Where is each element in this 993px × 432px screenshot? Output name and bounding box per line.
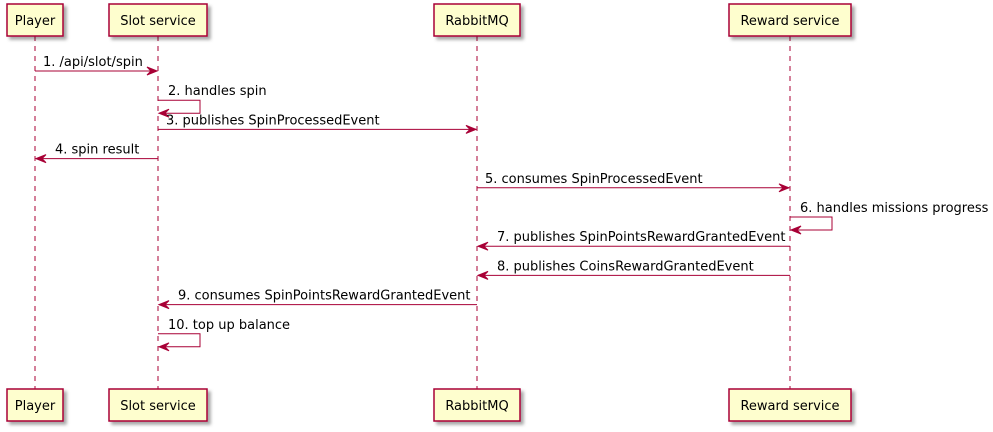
participant-label: RabbitMQ bbox=[445, 399, 508, 414]
message-label: 3. publishes SpinProcessedEvent bbox=[166, 113, 380, 128]
message-label: 7. publishes SpinPointsRewardGrantedEven… bbox=[497, 230, 785, 245]
message-6: 6. handles missions progress bbox=[789, 201, 989, 235]
message-label: 4. spin result bbox=[55, 143, 139, 158]
arrow-head bbox=[778, 183, 791, 193]
arrow-head bbox=[157, 342, 170, 352]
message-label: 1. /api/slot/spin bbox=[43, 55, 143, 70]
message-line bbox=[790, 216, 833, 231]
participant-slot-top: Slot service bbox=[108, 3, 208, 37]
arrow-head bbox=[34, 154, 47, 164]
message-9: 9. consumes SpinPointsRewardGrantedEvent bbox=[157, 289, 477, 310]
participant-player-bottom: Player bbox=[6, 388, 64, 422]
participant-box bbox=[728, 388, 852, 422]
participant-player-top: Player bbox=[6, 3, 64, 37]
message-label: 2. handles spin bbox=[168, 84, 267, 99]
participant-box bbox=[728, 3, 852, 37]
participant-label: Player bbox=[15, 14, 56, 29]
participant-rabbit-top: RabbitMQ bbox=[433, 3, 521, 37]
participant-box bbox=[6, 3, 64, 37]
participant-reward-top: Reward service bbox=[728, 3, 852, 37]
arrow-head bbox=[465, 124, 478, 134]
message-5: 5. consumes SpinProcessedEvent bbox=[477, 172, 791, 193]
message-line bbox=[158, 99, 201, 114]
participant-label: Slot service bbox=[120, 399, 196, 414]
arrow-head bbox=[157, 108, 170, 118]
participant-box bbox=[108, 3, 208, 37]
message-line bbox=[158, 333, 201, 348]
participant-box bbox=[433, 3, 521, 37]
message-label: 9. consumes SpinPointsRewardGrantedEvent bbox=[178, 289, 471, 304]
participant-label: Reward service bbox=[740, 14, 839, 29]
message-2: 2. handles spin bbox=[157, 84, 267, 118]
participant-label: Slot service bbox=[120, 14, 196, 29]
participant-label: Player bbox=[15, 399, 56, 414]
message-3: 3. publishes SpinProcessedEvent bbox=[158, 113, 478, 134]
arrow-head bbox=[146, 66, 159, 76]
participant-label: RabbitMQ bbox=[445, 14, 508, 29]
arrow-head bbox=[476, 270, 489, 280]
participant-slot-bottom: Slot service bbox=[108, 388, 208, 422]
participant-label: Reward service bbox=[740, 399, 839, 414]
participant-box bbox=[6, 388, 64, 422]
message-1: 1. /api/slot/spin bbox=[35, 55, 159, 76]
message-4: 4. spin result bbox=[34, 143, 158, 164]
participant-box bbox=[108, 388, 208, 422]
arrow-head bbox=[789, 225, 802, 235]
message-label: 5. consumes SpinProcessedEvent bbox=[485, 172, 703, 187]
participant-reward-bottom: Reward service bbox=[728, 388, 852, 422]
participant-box bbox=[433, 388, 521, 422]
message-label: 6. handles missions progress bbox=[800, 201, 989, 216]
arrow-head bbox=[157, 300, 170, 310]
participant-rabbit-bottom: RabbitMQ bbox=[433, 388, 521, 422]
message-10: 10. top up balance bbox=[157, 318, 290, 352]
arrow-head bbox=[476, 241, 489, 251]
message-8: 8. publishes CoinsRewardGrantedEvent bbox=[476, 259, 790, 280]
message-7: 7. publishes SpinPointsRewardGrantedEven… bbox=[476, 230, 790, 251]
message-label: 10. top up balance bbox=[168, 318, 290, 333]
message-label: 8. publishes CoinsRewardGrantedEvent bbox=[497, 259, 754, 274]
